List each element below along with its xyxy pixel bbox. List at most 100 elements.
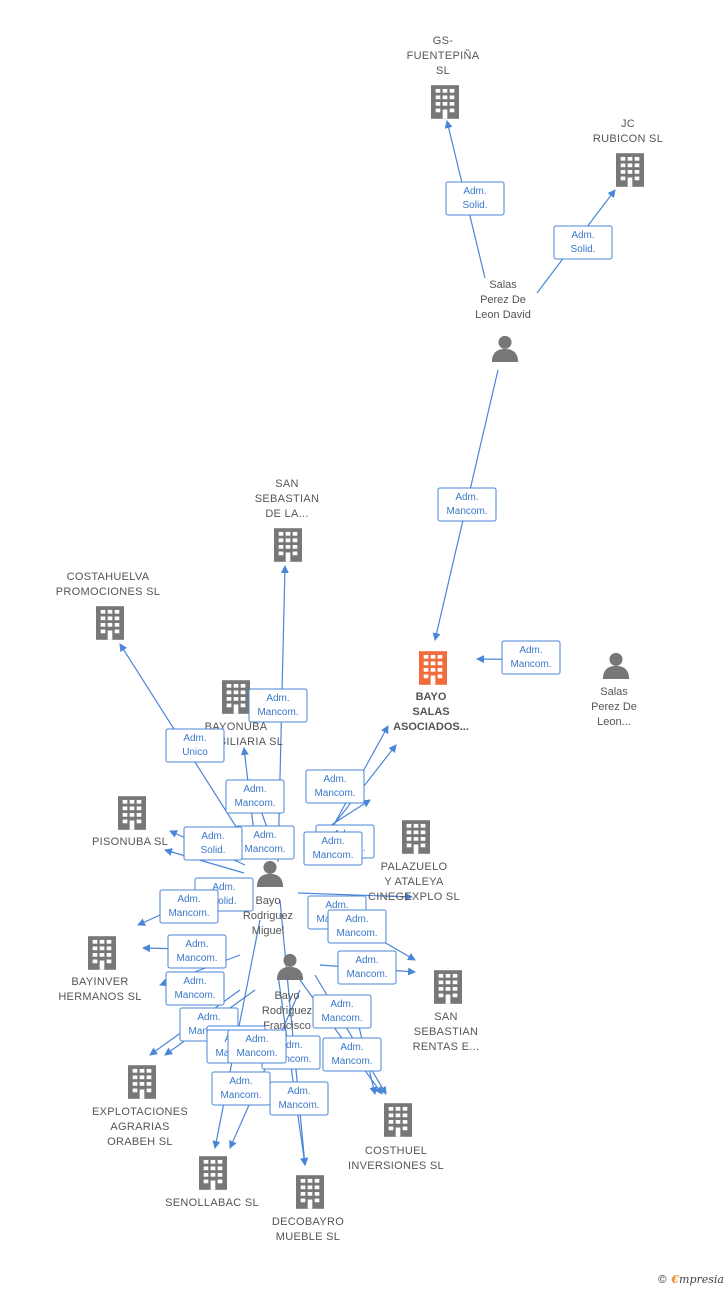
- person-icon: [256, 860, 284, 887]
- node-label-line: CINEGEXPLO SL: [368, 891, 460, 903]
- edge-role-title: Adm.: [183, 976, 206, 987]
- edge-role-label[interactable]: Adm.Mancom.: [211, 1071, 271, 1106]
- edge-label-box: [312, 994, 372, 1029]
- edge-label-box: [303, 831, 363, 866]
- edge-role-label[interactable]: Adm. Solid.: [553, 225, 613, 260]
- company-node-san-sebastian-la[interactable]: SAN SEBASTIAN DE LA...: [255, 478, 319, 562]
- node-label-line: EXPLOTACIONES: [92, 1106, 188, 1118]
- edge-label-box: [167, 934, 227, 969]
- node-label-line: DE LA...: [265, 508, 308, 520]
- node-label-line: FUENTEPIÑA: [407, 49, 480, 62]
- edge-role-title: Adm.: [245, 1034, 268, 1045]
- edge-role-type: Mancom.: [321, 1013, 362, 1024]
- edge-role-title: Adm.: [183, 733, 206, 744]
- node-label-line: RUBICON SL: [593, 133, 663, 145]
- relationship-edge: [314, 974, 387, 1095]
- footer-brand: © €mpresia: [657, 1273, 724, 1286]
- edge-role-label[interactable]: Adm.Mancom.: [235, 825, 295, 860]
- brand-logo-icon: €: [671, 1273, 680, 1286]
- edge-role-title: Adm.: [279, 1040, 302, 1051]
- edge-role-label[interactable]: Adm.Mancom.: [437, 487, 497, 522]
- edge-role-label[interactable]: Adm.Solid.: [445, 181, 505, 216]
- edge-role-label[interactable]: Adm.Mancom.: [305, 769, 365, 804]
- edge-role-type: Mancom.: [236, 1048, 277, 1059]
- person-icon: [491, 335, 519, 362]
- node-label-line: Miguel: [252, 925, 284, 937]
- node-label-line: Salas: [600, 686, 628, 698]
- edge-role-label[interactable]: Adm. Mancom.: [322, 1037, 382, 1072]
- node-label-line: PISONUBA SL: [92, 836, 168, 848]
- edge-role-title: Adm.: [177, 894, 200, 905]
- edge-role-title: Adm.: [519, 645, 542, 656]
- node-label-line: Rodriguez: [262, 1005, 312, 1017]
- edge-role-title: Adm.: [266, 693, 289, 704]
- edge-role-label[interactable]: Adm.Mancom.: [337, 950, 397, 985]
- edge-role-type: Mancom.: [278, 1100, 319, 1111]
- company-node-pisonuba[interactable]: PISONUBA SL: [92, 796, 168, 848]
- node-label-line: ASOCIADOS...: [393, 721, 469, 733]
- edge-role-label[interactable]: Adm. Mancom.: [269, 1081, 329, 1116]
- building-icon: [384, 1103, 412, 1137]
- node-label-line: Salas: [489, 279, 517, 291]
- brand-name: mpresia: [679, 1273, 724, 1286]
- company-node-senollabac[interactable]: SENOLLABAC SL: [165, 1156, 259, 1209]
- edge-role-label[interactable]: Adm.Mancom.: [327, 909, 387, 944]
- relationship-edge: [277, 974, 308, 1166]
- node-label-line: SALAS: [412, 706, 449, 718]
- edge-role-title: Adm.: [197, 1012, 220, 1023]
- edge-role-type: Solid.: [570, 244, 595, 255]
- edge-role-type: Mancom.: [510, 659, 551, 670]
- edge-role-label[interactable]: Adm. Mancom.: [227, 1029, 287, 1064]
- edge-role-title: Adm.: [340, 1042, 363, 1053]
- edge-role-title: Adm.: [243, 784, 266, 795]
- edge-role-label[interactable]: Adm.Mancom.: [225, 779, 285, 814]
- node-label-line: SAN: [275, 478, 299, 490]
- edge-role-label[interactable]: Adm.Solid.: [183, 826, 243, 861]
- edge-label-box: [437, 487, 497, 522]
- edge-role-label[interactable]: Adm.Unico: [165, 728, 225, 763]
- edge-label-box: [322, 1037, 382, 1072]
- node-label-line: Rodriguez: [243, 910, 293, 922]
- edge-role-title: Adm.: [229, 1076, 252, 1087]
- edge-role-label[interactable]: Adm.Mancom.: [303, 831, 363, 866]
- edge-role-type: Mancom.: [331, 1056, 372, 1067]
- edge-role-label[interactable]: Adm. Mancom.: [501, 640, 561, 675]
- node-label-line: Y ATALEYA: [384, 876, 444, 888]
- edge-role-label[interactable]: Adm.Mancom.: [312, 994, 372, 1029]
- relationship-edge: [164, 848, 245, 874]
- edge-role-type: Mancom.: [446, 506, 487, 517]
- building-icon: [419, 651, 447, 685]
- edge-role-title: Adm.: [287, 1086, 310, 1097]
- edge-label-box: [159, 889, 219, 924]
- node-label-line: INVERSIONES SL: [348, 1160, 444, 1172]
- edge-role-type: Mancom.: [346, 969, 387, 980]
- edge-role-type: Mancom.: [244, 844, 285, 855]
- edge-role-label[interactable]: Adm.Mancom.: [248, 688, 308, 723]
- edge-role-label[interactable]: Adm.Mancom.: [165, 971, 225, 1006]
- edge-role-title: Adm.: [325, 900, 348, 911]
- edge-role-type: Mancom.: [314, 788, 355, 799]
- edge-role-title: Adm.: [571, 230, 594, 241]
- node-label-line: SEBASTIAN: [255, 493, 319, 505]
- edge-role-label[interactable]: Adm.Mancom.: [159, 889, 219, 924]
- building-icon: [434, 970, 462, 1004]
- edge-label-box: [183, 826, 243, 861]
- edge-label-box: [269, 1081, 329, 1116]
- edge-role-label[interactable]: Adm.Mancom.: [167, 934, 227, 969]
- node-label-line: ORABEH SL: [107, 1136, 173, 1148]
- company-node-bayo-salas[interactable]: BAYOSALASASOCIADOS...: [393, 651, 469, 733]
- edge-role-type: Solid.: [200, 845, 225, 856]
